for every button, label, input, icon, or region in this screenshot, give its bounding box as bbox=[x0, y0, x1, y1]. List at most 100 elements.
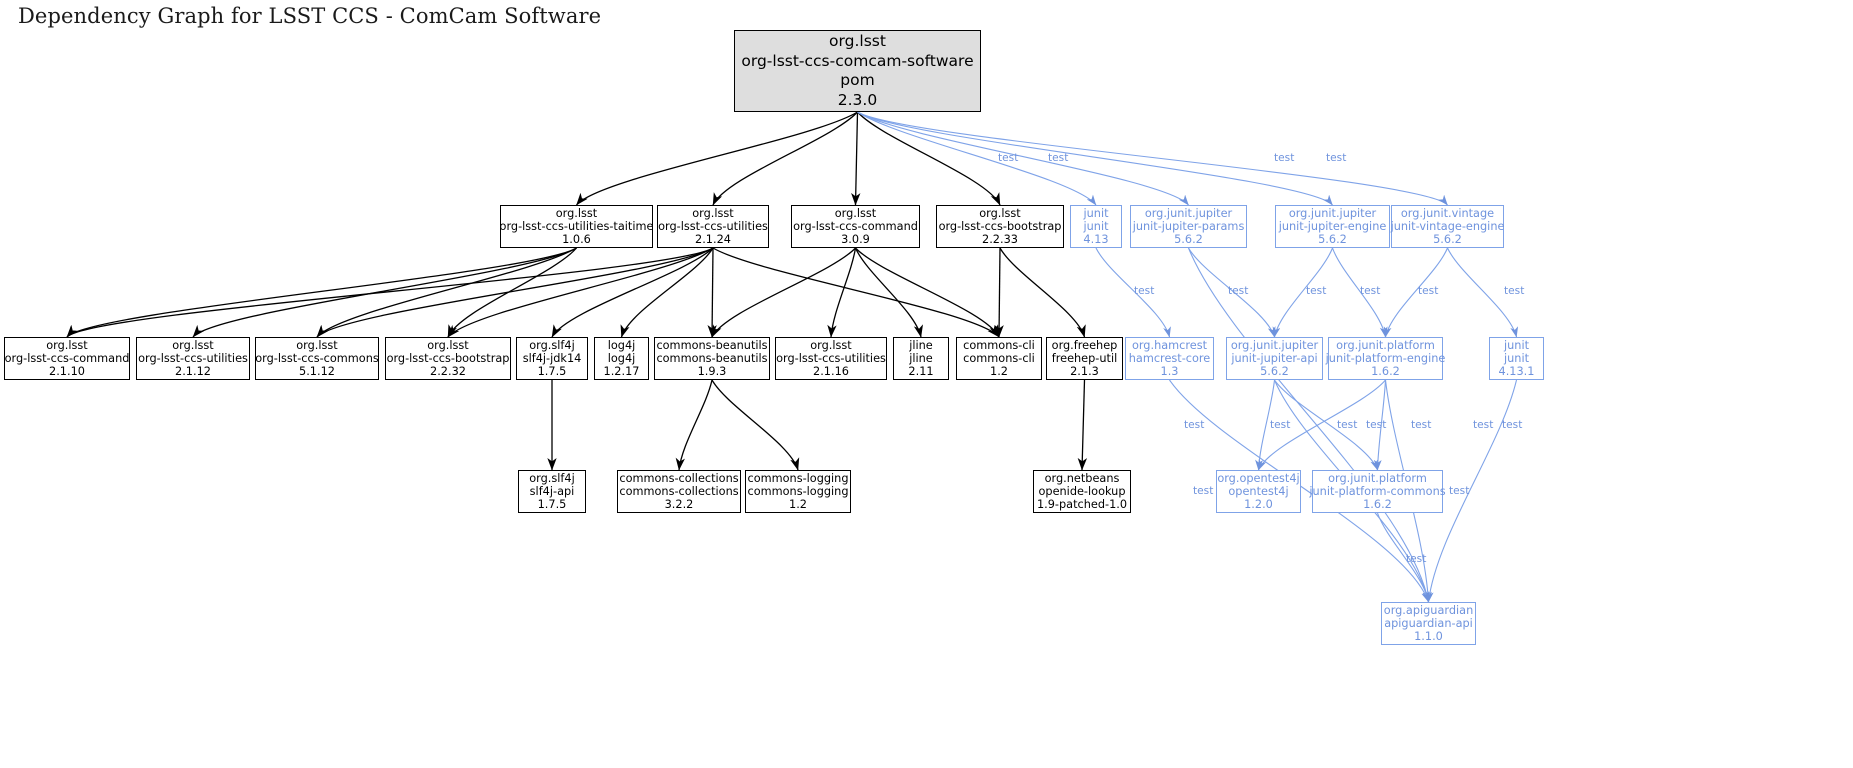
node-group: log4j bbox=[607, 338, 636, 352]
edge-label-test: test bbox=[1449, 485, 1470, 497]
node-version: 1.6.2 bbox=[1371, 365, 1400, 379]
node-group: junit bbox=[1503, 338, 1530, 352]
node-version: 5.1.12 bbox=[299, 365, 335, 379]
node-group: org.lsst bbox=[172, 338, 214, 352]
node-version: 1.2 bbox=[990, 365, 1008, 379]
node-group: org.apiguardian bbox=[1383, 603, 1474, 617]
edge-bootstrap-2233-to-freehep-util bbox=[999, 247, 1086, 338]
node-group: org.opentest4j bbox=[1217, 471, 1300, 485]
edge-utilities-2124-to-slf4j-jdk14 bbox=[551, 247, 714, 338]
node-artifact: commons-cli bbox=[963, 351, 1035, 365]
edge-label-test: test bbox=[1337, 419, 1358, 431]
edge-root-to-utilities-2124 bbox=[712, 111, 858, 206]
edge-jupiter-engine-to-jupiter-api bbox=[1272, 247, 1334, 338]
node-artifact: org-lsst-ccs-utilities bbox=[658, 219, 768, 233]
node-version: 2.2.33 bbox=[982, 233, 1018, 247]
edge-label-test: test bbox=[1228, 285, 1249, 297]
node-artifact: org-lsst-ccs-utilities bbox=[138, 351, 248, 365]
edge-label-test: test bbox=[1306, 285, 1327, 297]
node-artifact: org-lsst-ccs-bootstrap bbox=[386, 351, 510, 365]
node-group: org.hamcrest bbox=[1131, 338, 1208, 352]
node-artifact: commons-logging bbox=[747, 484, 849, 498]
node-artifact: junit bbox=[1083, 219, 1109, 233]
node-artifact: org-lsst-ccs-utilities-taitime bbox=[499, 219, 654, 233]
edge-utilities-2124-to-command-2110 bbox=[66, 247, 714, 338]
edge-utilities-taitime-to-bootstrap-2232 bbox=[447, 247, 577, 338]
node-version: 4.13.1 bbox=[1498, 365, 1535, 379]
edge-label-test: test bbox=[1502, 419, 1523, 431]
edge-command-309-to-jline bbox=[854, 247, 923, 338]
node-artifact: openide-lookup bbox=[1038, 484, 1126, 498]
edge-junit-4131-to-apiguardian-api bbox=[1425, 379, 1518, 603]
node-group: org.junit.jupiter bbox=[1230, 338, 1319, 352]
node-artifact: org-lsst-ccs-command bbox=[4, 351, 130, 365]
node-artifact: freehep-util bbox=[1051, 351, 1118, 365]
node-artifact: commons-beanutils bbox=[656, 351, 768, 365]
node-group: org.slf4j bbox=[529, 471, 575, 485]
node-version: 2.3.0 bbox=[837, 90, 878, 109]
page-title: Dependency Graph for LSST CCS - ComCam S… bbox=[18, 4, 602, 28]
edge-utilities-2124-to-log4j bbox=[620, 247, 714, 338]
edge-jupiter-api-to-platform-commons bbox=[1274, 379, 1379, 471]
edge-root-to-command-309 bbox=[851, 111, 861, 206]
edge-label-test: test bbox=[1418, 285, 1439, 297]
node-group: org.lsst bbox=[555, 206, 598, 220]
edge-junit-413-to-hamcrest-core bbox=[1095, 247, 1171, 338]
node-version: 1.6.2 bbox=[1363, 498, 1392, 512]
edge-command-309-to-utilities-2116 bbox=[827, 247, 857, 338]
node-packaging: pom bbox=[840, 71, 875, 89]
node-artifact: slf4j-api bbox=[529, 484, 575, 498]
edge-label-test: test bbox=[1326, 152, 1347, 164]
node-group: junit bbox=[1083, 206, 1109, 220]
node-artifact: junit-jupiter-params bbox=[1132, 219, 1245, 233]
node-version: 5.6.2 bbox=[1433, 233, 1462, 247]
node-version: 3.2.2 bbox=[664, 498, 694, 512]
node-group: org.junit.platform bbox=[1336, 338, 1435, 352]
node-version: 2.2.32 bbox=[430, 365, 466, 379]
edge-utilities-taitime-to-commons-5112 bbox=[316, 247, 577, 338]
node-version: 2.1.10 bbox=[49, 365, 85, 379]
node-group: org.junit.vintage bbox=[1400, 206, 1495, 220]
edge-root-to-junit-413 bbox=[857, 111, 1097, 206]
node-group: org.lsst bbox=[834, 206, 877, 220]
node-group: commons-collections bbox=[619, 471, 739, 485]
node-version: 2.11 bbox=[908, 365, 934, 379]
node-artifact: junit-platform-commons bbox=[1309, 484, 1446, 498]
node-group: org.junit.jupiter bbox=[1288, 206, 1377, 220]
node-artifact: commons-collections bbox=[619, 484, 739, 498]
node-group: org.slf4j bbox=[529, 338, 575, 352]
